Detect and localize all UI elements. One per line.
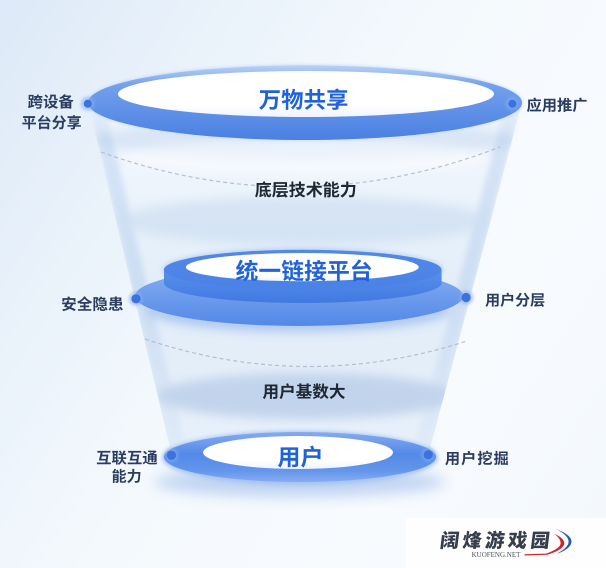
svg-text:KUOFENG.NET: KUOFENG.NET bbox=[472, 551, 522, 559]
